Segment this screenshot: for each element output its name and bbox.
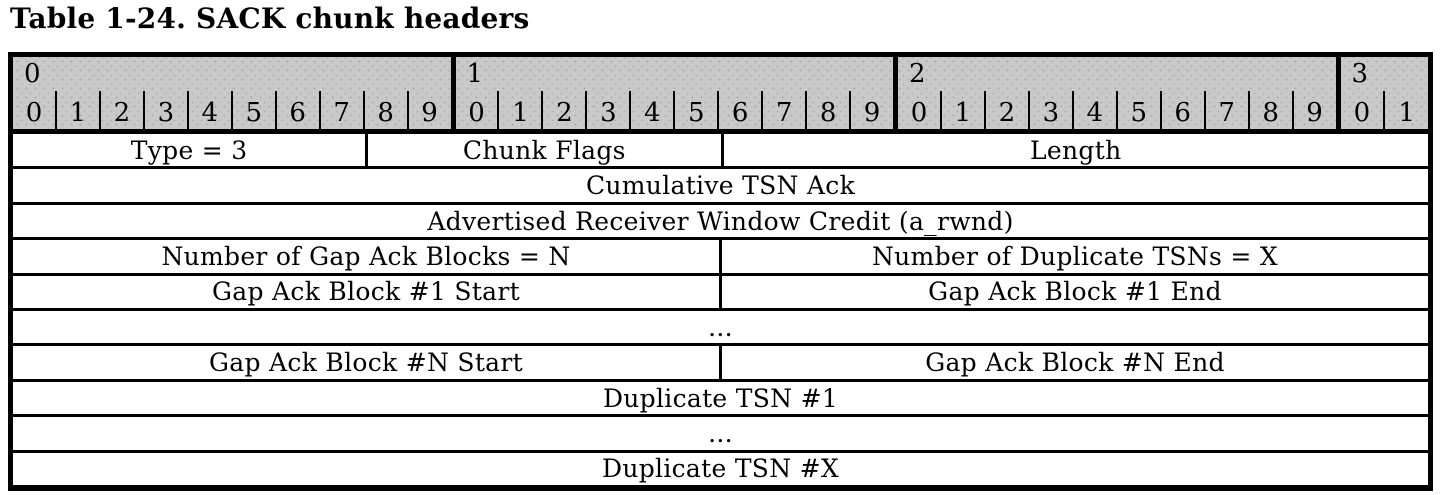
field-cell: Gap Ack Block #1 Start xyxy=(212,277,520,307)
field-row: Duplicate TSN #1 xyxy=(13,378,1428,415)
bit-cell: 2 xyxy=(98,91,143,129)
bit-cell: 2 xyxy=(983,91,1028,129)
bit-cell: 4 xyxy=(1071,91,1116,129)
bit-cell: 2 xyxy=(541,91,585,129)
bit-cell: 3 xyxy=(1027,91,1072,129)
field-row: Duplicate TSN #X xyxy=(13,449,1428,486)
field-cell: Gap Ack Block #N Start xyxy=(209,348,523,378)
field-cell: Number of Gap Ack Blocks = N xyxy=(161,241,571,271)
field-cell: Chunk Flags xyxy=(365,134,720,167)
bit-cell: 9 xyxy=(849,91,893,129)
field-cell: ... xyxy=(708,418,733,448)
bit-group-tens-label: 1 xyxy=(466,59,484,89)
bit-cell: 6 xyxy=(717,91,761,129)
bit-cell: 0 xyxy=(468,98,485,128)
bit-cell: 8 xyxy=(1247,91,1292,129)
bit-cell: 4 xyxy=(186,91,231,129)
bit-cell: 8 xyxy=(362,91,407,129)
field-cell: Duplicate TSN #1 xyxy=(602,383,839,413)
bit-cell: 0 xyxy=(910,98,928,128)
bit-cell: 7 xyxy=(761,91,805,129)
field-cell: Gap Ack Block #1 End xyxy=(719,275,1428,309)
field-cell: Length xyxy=(720,134,1429,167)
field-row: ... xyxy=(13,308,1428,344)
bit-cell: 7 xyxy=(1203,91,1248,129)
bit-cell: 7 xyxy=(318,91,363,129)
bit-cell: 0 xyxy=(25,98,43,128)
bit-cell: 8 xyxy=(805,91,849,129)
field-row: ... xyxy=(13,414,1428,450)
field-cell: Type = 3 xyxy=(130,135,248,165)
bit-cell: 5 xyxy=(1115,91,1160,129)
bit-cell: 1 xyxy=(939,91,984,129)
field-cell: Number of Duplicate TSNs = X xyxy=(719,240,1428,273)
bit-cell: 1 xyxy=(1383,91,1428,129)
figure-title: Table 1-24. SACK chunk headers xyxy=(10,2,530,35)
bit-cell: 9 xyxy=(406,91,451,129)
field-cell: Duplicate TSN #X xyxy=(601,454,839,484)
bit-cell: 4 xyxy=(629,91,673,129)
field-row: Cumulative TSN Ack xyxy=(13,166,1428,202)
bit-cell: 5 xyxy=(230,91,275,129)
bit-cell: 1 xyxy=(54,91,99,129)
field-row: Gap Ack Block #1 Start Gap Ack Block #1 E… xyxy=(13,272,1428,309)
bit-group-tens-label: 3 xyxy=(1351,59,1369,89)
bit-cell: 5 xyxy=(673,91,717,129)
bit-cell: 6 xyxy=(1159,91,1204,129)
field-cell: Advertised Receiver Window Credit (a_rwn… xyxy=(427,206,1014,236)
bit-cell: 1 xyxy=(497,91,541,129)
field-row: Advertised Receiver Window Credit (a_rwn… xyxy=(13,201,1428,238)
field-cell: ... xyxy=(708,312,733,342)
field-cell: Gap Ack Block #N End xyxy=(719,346,1428,379)
bit-cell: 6 xyxy=(274,91,319,129)
bit-cell: 9 xyxy=(1291,91,1336,129)
bit-group-tens-label: 2 xyxy=(909,59,926,89)
bit-cell: 3 xyxy=(585,91,629,129)
bit-group-tens-label: 0 xyxy=(24,59,41,89)
bit-cell: 3 xyxy=(142,91,187,129)
field-row: Gap Ack Block #N Start Gap Ack Block #N E… xyxy=(13,343,1428,379)
field-row: Number of Gap Ack Blocks = N Number of Du… xyxy=(13,237,1428,273)
field-cell: Cumulative TSN Ack xyxy=(585,171,856,201)
bit-cell: 0 xyxy=(1353,98,1371,128)
